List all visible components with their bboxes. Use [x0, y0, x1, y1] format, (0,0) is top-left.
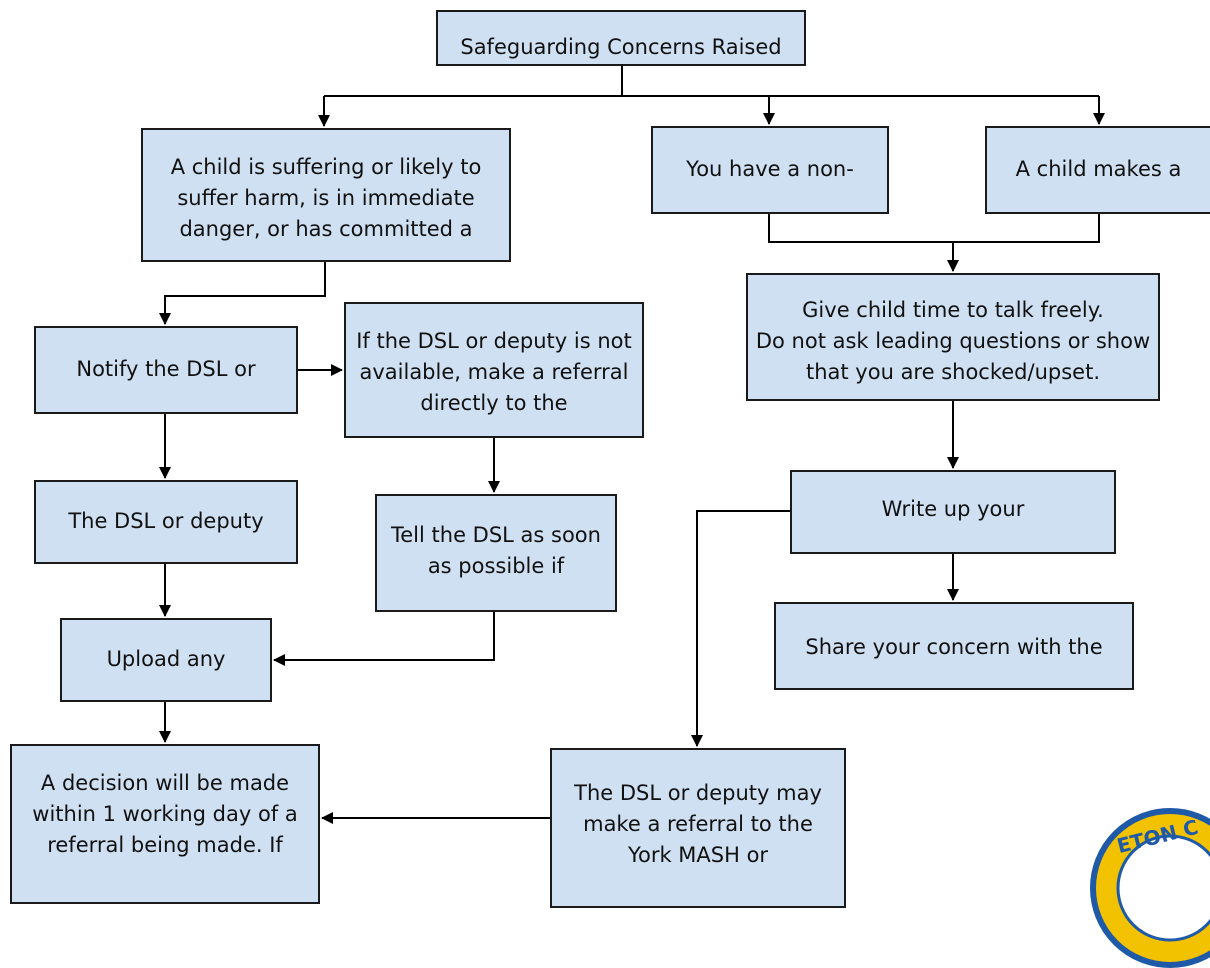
box-upload-text: Upload any — [106, 647, 226, 671]
box-dsl-referral-text: The DSL or deputy may make a referral to… — [574, 781, 822, 867]
box-dsl-unavailable: If the DSL or deputy is not available, m… — [344, 302, 644, 438]
box-dsl-or-deputy: The DSL or deputy — [34, 480, 298, 564]
connector-merge-left — [768, 214, 1100, 243]
box-child-disclosure: A child makes a — [985, 126, 1210, 214]
box-non-recent-allegation-text: You have a non- — [686, 157, 854, 181]
arrow-harm-to-notify — [159, 262, 326, 325]
school-logo: ETON C — [1090, 808, 1210, 968]
box-share-concern-text: Share your concern with the — [805, 635, 1103, 659]
box-tell-dsl-text: Tell the DSL as soon as possible if — [391, 523, 601, 578]
box-upload: Upload any — [60, 618, 272, 702]
box-notify-dsl-text: Notify the DSL or — [76, 357, 256, 381]
box-child-disclosure-text: A child makes a — [1015, 157, 1182, 181]
school-logo-emblem: ETON C — [1115, 815, 1210, 942]
box-safeguarding-concerns-text: Safeguarding Concerns Raised — [460, 35, 782, 59]
box-safeguarding-concerns: Safeguarding Concerns Raised — [436, 10, 806, 66]
box-tell-dsl: Tell the DSL as soon as possible if — [375, 494, 617, 612]
box-harm-or-danger-text: A child is suffering or likely to suffer… — [170, 155, 482, 241]
box-give-child-time-text: Give child time to talk freely. Do not a… — [755, 298, 1151, 384]
box-harm-or-danger: A child is suffering or likely to suffer… — [141, 128, 511, 262]
arrow-write-up-to-referral — [691, 510, 790, 747]
box-notify-dsl: Notify the DSL or — [34, 326, 298, 414]
box-give-child-time: Give child time to talk freely. Do not a… — [746, 273, 1160, 401]
arrow-tell-to-upload — [273, 612, 495, 666]
box-non-recent-allegation: You have a non- — [651, 126, 889, 214]
box-decision-made-text: A decision will be made within 1 working… — [32, 771, 298, 857]
box-share-concern: Share your concern with the — [774, 602, 1134, 690]
box-dsl-or-deputy-text: The DSL or deputy — [68, 509, 264, 533]
box-write-up: Write up your — [790, 470, 1116, 554]
box-dsl-unavailable-text: If the DSL or deputy is not available, m… — [356, 329, 632, 415]
box-write-up-text: Write up your — [881, 497, 1025, 521]
flowchart-connectors — [159, 66, 1105, 824]
